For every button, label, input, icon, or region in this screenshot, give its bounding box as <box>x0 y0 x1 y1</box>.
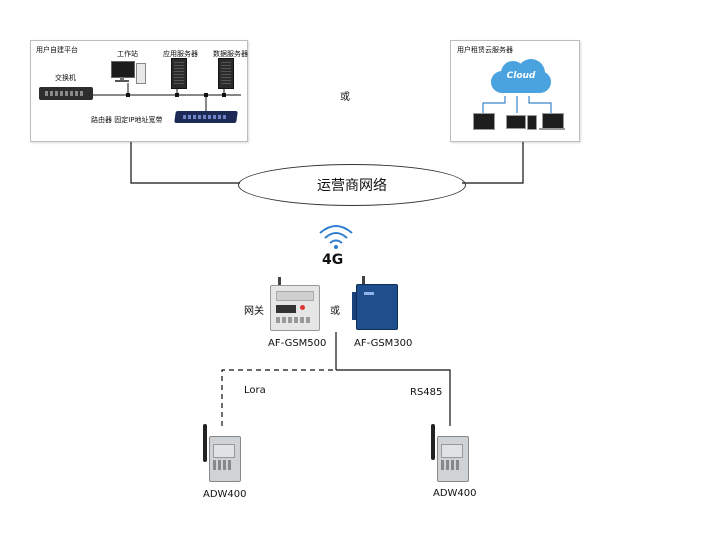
gsm500-device-icon <box>270 277 320 331</box>
app-server-icon <box>171 58 187 89</box>
laptop-icon <box>506 115 526 129</box>
cloud-platform-box: 用户租赁云服务器 Cloud <box>450 40 580 142</box>
adw400-right-device-icon <box>426 424 469 482</box>
app-server-label: 应用服务器 <box>163 50 198 58</box>
adw400-left-label: ADW400 <box>203 489 247 500</box>
gateway-label: 网关 <box>244 306 264 317</box>
cloud-text: Cloud <box>506 71 536 81</box>
adw400-left-device-icon <box>198 424 241 482</box>
cloud-platform-title: 用户租赁云服务器 <box>457 46 513 54</box>
model-gsm500-label: AF-GSM500 <box>268 338 327 349</box>
gsm300-device-icon <box>352 276 398 330</box>
gateway-or-label: 或 <box>330 306 340 317</box>
signal-4g-label: 4G <box>322 252 344 268</box>
rs485-link-label: RS485 <box>410 387 443 398</box>
or-label-top: 或 <box>340 92 350 103</box>
data-server-icon <box>218 58 234 89</box>
workstation-label: 工作站 <box>117 50 138 58</box>
cloud-icon: Cloud <box>491 59 551 95</box>
model-gsm300-label: AF-GSM300 <box>354 338 413 349</box>
desktop-monitor-icon <box>473 113 495 130</box>
workstation-icon <box>111 61 146 85</box>
self-platform-title: 用户自建平台 <box>36 46 78 54</box>
switch-icon <box>39 87 93 100</box>
data-server-label: 数据服务器 <box>213 50 248 58</box>
self-built-platform-box: 用户自建平台 交换机 工作站 应用服务器 数据服务器 路由器 固定IP地址宽带 <box>30 40 248 142</box>
laptop-base <box>539 128 565 130</box>
switch-label: 交换机 <box>55 74 76 82</box>
adw400-right-label: ADW400 <box>433 488 477 499</box>
tablet-icon <box>527 115 537 130</box>
router-label: 路由器 固定IP地址宽带 <box>91 116 163 124</box>
operator-network-ellipse: 运营商网络 <box>238 164 466 206</box>
cloud-links <box>482 96 552 113</box>
operator-network-label: 运营商网络 <box>317 178 387 194</box>
lora-link-label: Lora <box>244 385 266 396</box>
